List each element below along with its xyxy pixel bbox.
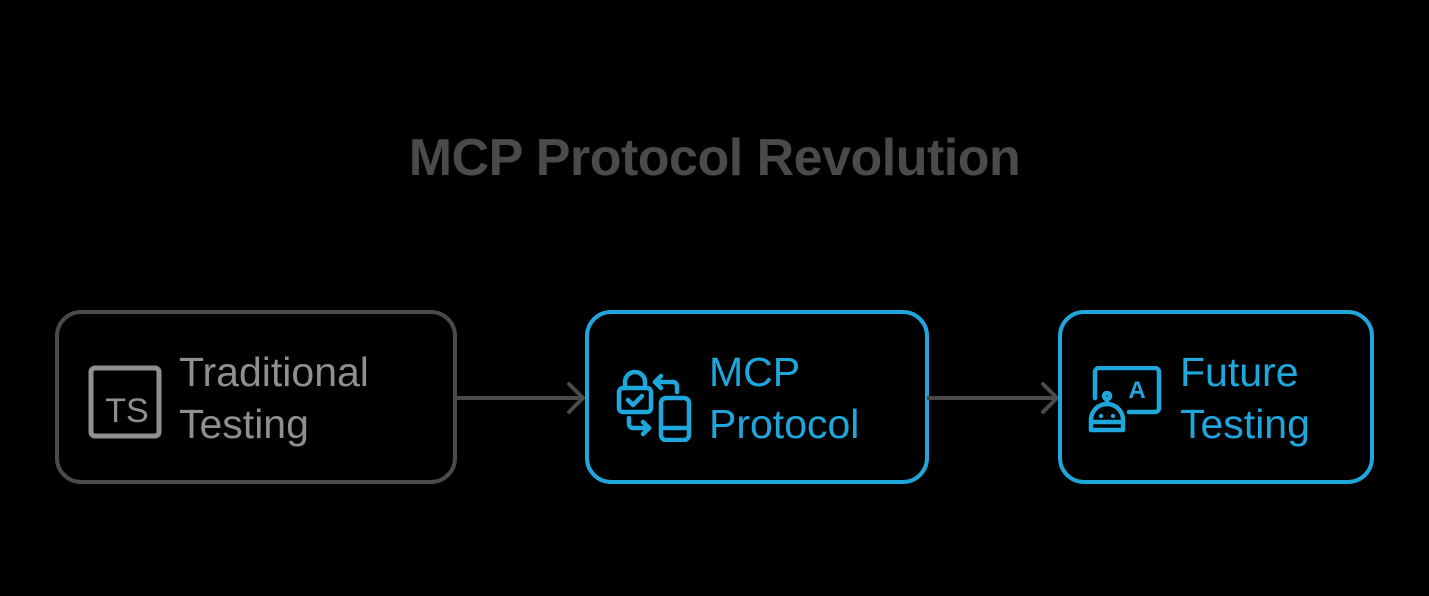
svg-text:A: A bbox=[1128, 377, 1145, 404]
node-label: Future Testing bbox=[1180, 346, 1310, 450]
node-label-line2: Testing bbox=[1180, 401, 1310, 447]
diagram-title: MCP Protocol Revolution bbox=[408, 129, 1021, 187]
node-label: MCP Protocol bbox=[709, 346, 859, 450]
arrow-traditional-to-mcp bbox=[455, 382, 585, 414]
node-future-testing: A Future Testing bbox=[1058, 310, 1374, 484]
node-mcp-protocol: MCP Protocol bbox=[585, 310, 929, 484]
node-label: Traditional Testing bbox=[179, 346, 369, 450]
ts-box-icon: TS bbox=[88, 365, 162, 439]
lock-phone-exchange-icon bbox=[616, 369, 692, 442]
arrow-mcp-to-future bbox=[927, 382, 1059, 414]
node-label-line1: Traditional bbox=[179, 349, 369, 395]
node-label-line1: MCP bbox=[709, 349, 801, 395]
node-traditional-testing: TS Traditional Testing bbox=[55, 310, 457, 484]
node-label-line2: Testing bbox=[179, 401, 309, 447]
node-label-line1: Future bbox=[1180, 349, 1299, 395]
node-label-line2: Protocol bbox=[709, 401, 860, 447]
svg-text:TS: TS bbox=[105, 392, 148, 430]
robot-screen-icon: A bbox=[1088, 366, 1162, 433]
